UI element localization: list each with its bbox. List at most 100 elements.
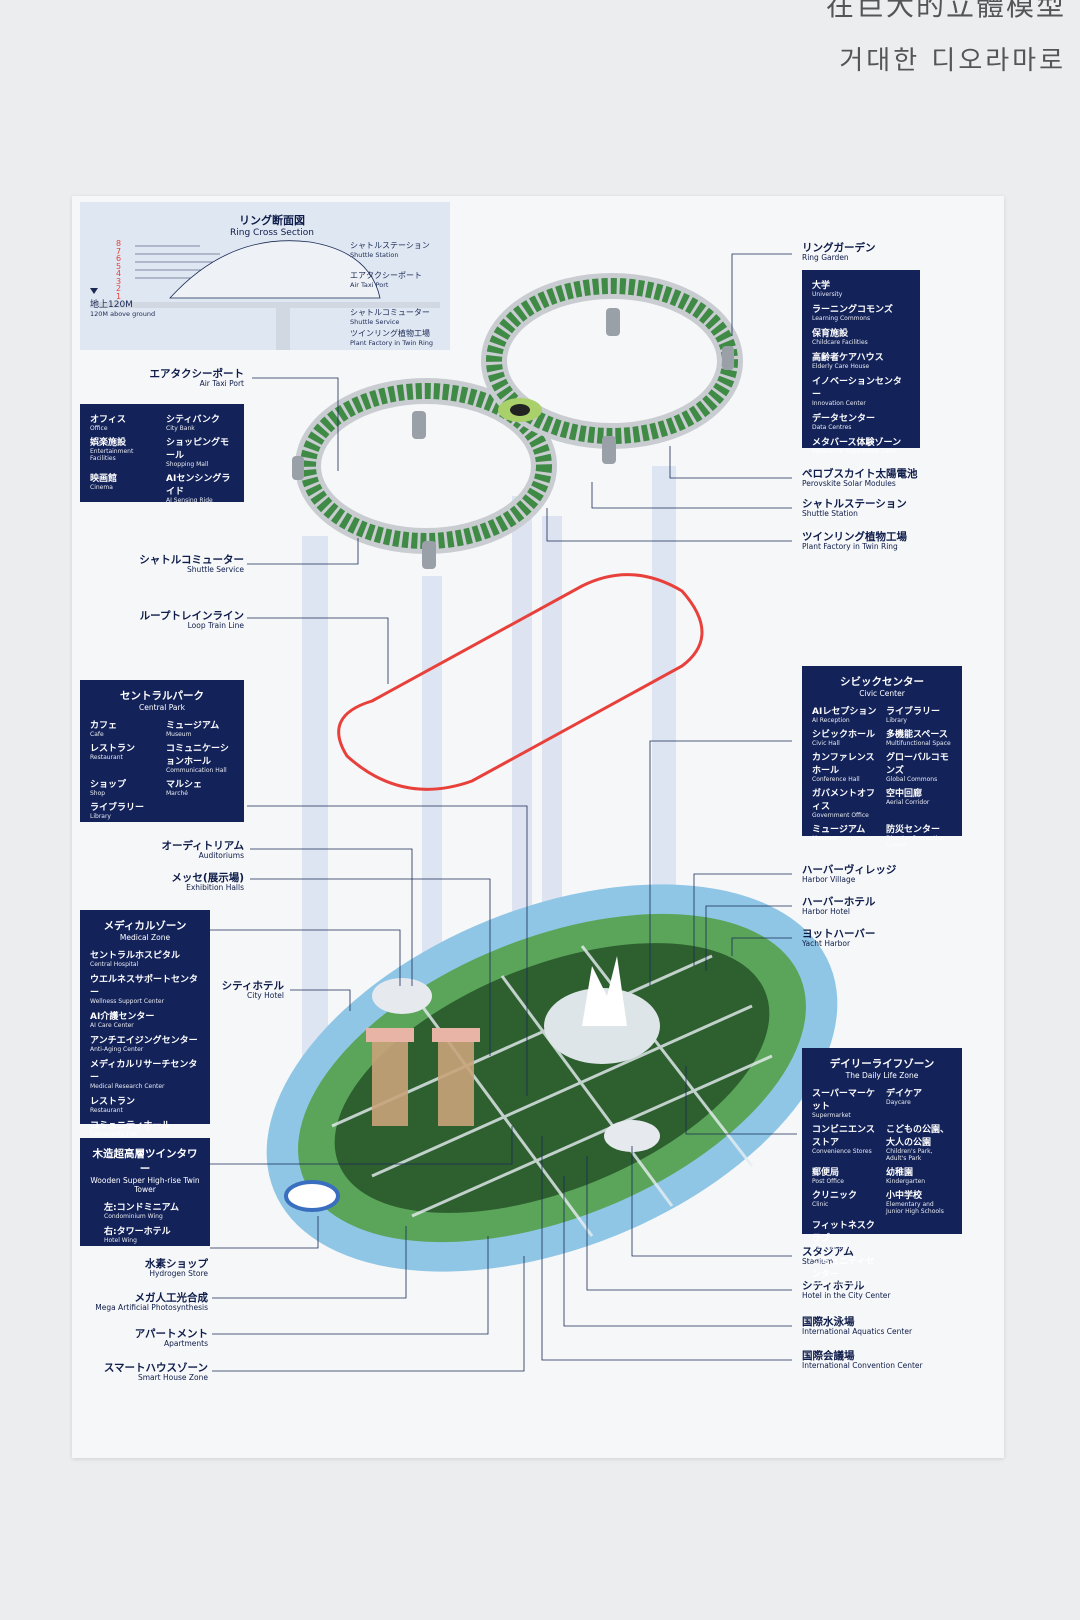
leader-lines [210, 253, 797, 1372]
height-marker-icon [90, 288, 98, 294]
tower-left-top [366, 1028, 414, 1042]
ring-pods [292, 308, 734, 569]
leader [252, 377, 339, 471]
leader [541, 1136, 792, 1361]
leader [212, 1226, 407, 1299]
ground-slab [90, 302, 440, 308]
box-title-en: Medical Zone [119, 933, 171, 942]
loop-train-track [337, 573, 704, 791]
leader [250, 848, 413, 986]
leader [247, 538, 359, 565]
street [411, 1054, 773, 1218]
civic-center-building [582, 956, 627, 1026]
box-item [886, 1218, 952, 1251]
leader [247, 805, 528, 1096]
wall-heading-korean: 거대한 디오라마로 [839, 46, 1066, 76]
leader [586, 1156, 792, 1291]
box-title-en: Central Park [139, 703, 185, 712]
cross-section-drawing [90, 240, 440, 350]
leader [685, 1066, 797, 1135]
pod [412, 411, 426, 439]
level-number: 2 [116, 284, 122, 293]
height-label-jp: 地上120M [90, 300, 133, 310]
street [580, 945, 754, 1167]
twin-towers [366, 1028, 480, 1126]
tower-right-top [432, 1028, 480, 1042]
pod [602, 436, 616, 464]
ring-profile [169, 240, 381, 299]
leader [247, 617, 389, 684]
cross-section-title-en: Ring Cross Section [230, 228, 315, 238]
tower-right [438, 1036, 474, 1126]
box-title-en: Civic Center [859, 689, 905, 698]
pod [422, 541, 436, 569]
ring-junction-core [510, 404, 530, 416]
box-title: デイリーライフゾーン [829, 1058, 935, 1070]
leader [669, 446, 792, 479]
leader [250, 878, 491, 1056]
box-title-en: The Daily Life Zone [845, 1071, 919, 1080]
pod [606, 308, 620, 336]
level-numbers: 8 7 6 5 4 3 2 1 [116, 240, 121, 300]
box-title: 木造超高層ツインタワー [92, 1148, 198, 1175]
leader [649, 740, 792, 986]
box-title: メディカルゾーン [103, 920, 187, 932]
height-label: 地上120M 120M above ground [90, 297, 155, 318]
pod [722, 346, 734, 370]
hydrogen-store [284, 1180, 340, 1212]
leader [563, 1176, 792, 1327]
leader [212, 1236, 489, 1335]
level-number: 8 [116, 239, 122, 248]
wall-heading-chinese: 在巨大的立體模型 [825, 0, 1066, 22]
cross-section-title-jp: リング断面図 [239, 214, 305, 227]
leader [210, 1216, 319, 1249]
island-city [266, 884, 838, 1272]
level-number: 5 [116, 261, 122, 271]
level-number: 6 [116, 254, 122, 263]
leader [210, 929, 401, 986]
ring-cross-section: リング断面図 Ring Cross Section 8 7 6 5 4 3 2 … [80, 202, 450, 350]
